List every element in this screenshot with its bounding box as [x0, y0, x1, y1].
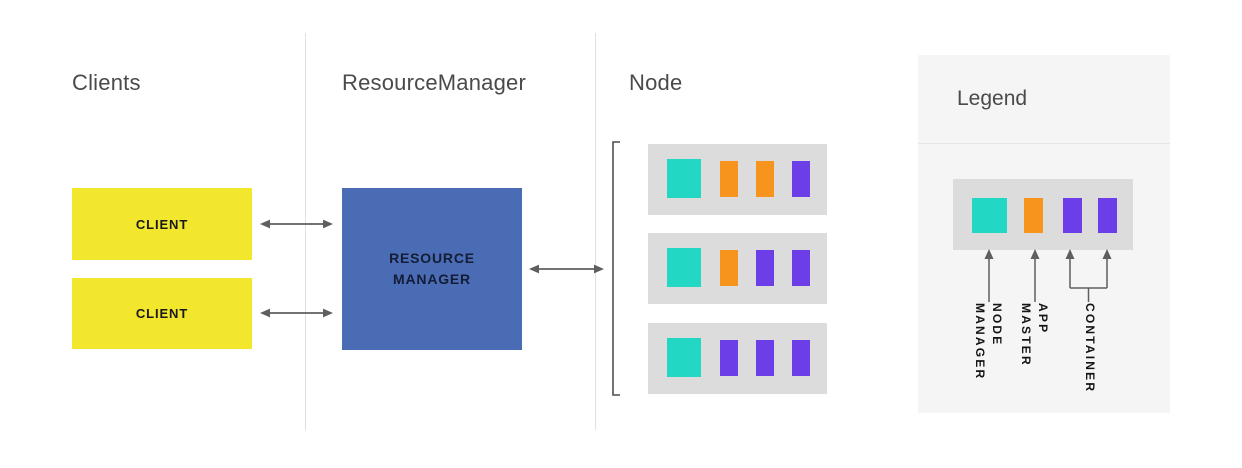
- resource-manager-heading: ResourceManager: [342, 70, 526, 95]
- container-swatch: [756, 250, 774, 286]
- node-manager-swatch: [667, 248, 701, 287]
- resource-manager-box-label: RESOURCE MANAGER: [389, 250, 475, 287]
- resource-manager-box: RESOURCE MANAGER: [342, 188, 522, 350]
- container-swatch: [1063, 198, 1082, 233]
- client-box-1-label: CLIENT: [135, 216, 189, 232]
- legend-label-app-master: APP MASTER: [1017, 303, 1051, 367]
- legend-divider: [918, 143, 1170, 144]
- node-group-bracket: [612, 141, 620, 396]
- container-swatch: [756, 340, 774, 376]
- legend-title: Legend: [957, 87, 1028, 110]
- bracket-path: [612, 141, 620, 396]
- arrow-head-right: [594, 264, 604, 274]
- arrow-head-left: [260, 308, 270, 318]
- app-master-callout-arrow-icon: [1030, 249, 1040, 302]
- node-manager-swatch: [972, 198, 1007, 233]
- legend-label-line: CONTAINER: [1083, 303, 1097, 394]
- app-master-swatch: [720, 250, 738, 286]
- arrow-head-right: [323, 219, 333, 229]
- arrow-head-left: [260, 219, 270, 229]
- app-master-swatch: [756, 161, 774, 197]
- node-box-1: [648, 144, 827, 215]
- divider-resourcemanager-node: [595, 33, 596, 430]
- node-manager-swatch: [667, 338, 701, 377]
- arrow-head-right: [323, 308, 333, 318]
- container-swatch: [720, 340, 738, 376]
- app-master-swatch: [720, 161, 738, 197]
- app-master-swatch: [1024, 198, 1043, 233]
- node-box-2: [648, 233, 827, 304]
- legend-callout-arrows: [984, 249, 1112, 302]
- client-box-1: CLIENT: [72, 188, 252, 260]
- legend-panel: Legend: [918, 55, 1170, 413]
- clients-heading: Clients: [72, 70, 141, 95]
- container-swatch: [1098, 198, 1117, 233]
- client2-rm-bidirectional-arrow-icon: [260, 308, 333, 318]
- divider-clients-resourcemanager: [305, 33, 306, 430]
- legend-label-line: MASTER: [1019, 303, 1033, 367]
- node-manager-callout-arrow-icon: [984, 249, 994, 302]
- legend-label-container: CONTAINER: [1081, 303, 1098, 393]
- legend-label-line: APP: [1036, 303, 1050, 335]
- client-box-2-label: CLIENT: [135, 306, 189, 321]
- legend-label-line: MANAGER: [973, 303, 987, 381]
- container-swatch: [792, 161, 810, 197]
- node-box-3: [648, 323, 827, 394]
- rm-node-bidirectional-arrow-icon: [529, 264, 604, 274]
- arrow-head-left: [529, 264, 539, 274]
- legend-label-node-manager: NODE MANAGER: [971, 303, 1005, 380]
- node-heading: Node: [629, 70, 683, 95]
- legend-label-line: NODE: [990, 303, 1004, 347]
- container-swatch: [792, 250, 810, 286]
- node-manager-swatch: [667, 159, 701, 198]
- container-forked-callout-arrow-icon: [1065, 249, 1112, 302]
- client1-rm-bidirectional-arrow-icon: [260, 219, 333, 229]
- client-box-2: CLIENT: [72, 278, 252, 349]
- container-swatch: [792, 340, 810, 376]
- legend-swatch-box: [953, 179, 1133, 250]
